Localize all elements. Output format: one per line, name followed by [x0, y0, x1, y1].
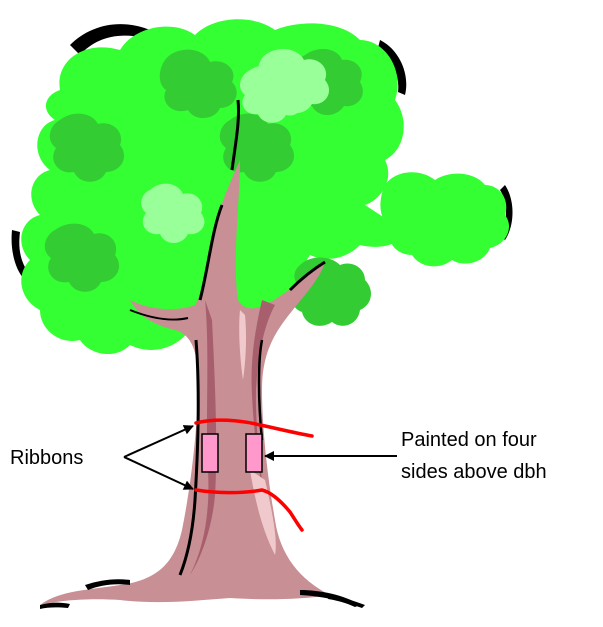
paint-label-line1: Painted on four	[401, 429, 537, 451]
canopy-right-cluster	[380, 172, 509, 266]
ribbons-label: Ribbons	[10, 447, 83, 469]
paint-mark	[246, 434, 262, 472]
paint-label-line2: sides above dbh	[401, 461, 547, 483]
ribbons-arrow-upper	[124, 426, 193, 457]
ribbons-arrow-lower	[124, 457, 193, 489]
paint-mark	[202, 434, 218, 472]
